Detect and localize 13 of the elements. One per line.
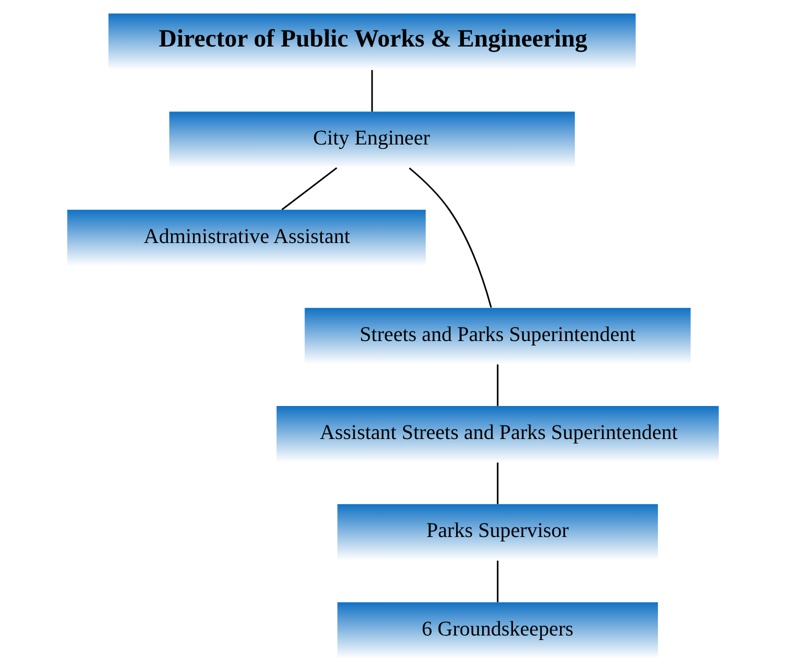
node-box: Administrative Assistant bbox=[66, 210, 426, 266]
node-box: 6 Groundskeepers bbox=[336, 602, 658, 658]
node-box: Director of Public Works & Engineering bbox=[108, 14, 636, 70]
connector bbox=[408, 167, 492, 308]
connector bbox=[496, 462, 498, 504]
node-box: Assistant Streets and Parks Superintendent bbox=[276, 406, 718, 462]
connector bbox=[370, 70, 372, 112]
node-box: City Engineer bbox=[168, 112, 574, 168]
connector bbox=[496, 560, 498, 602]
node-box: Streets and Parks Superintendent bbox=[304, 308, 690, 364]
node-box: Parks Supervisor bbox=[336, 504, 658, 560]
connector bbox=[280, 167, 337, 210]
connector bbox=[496, 364, 498, 406]
